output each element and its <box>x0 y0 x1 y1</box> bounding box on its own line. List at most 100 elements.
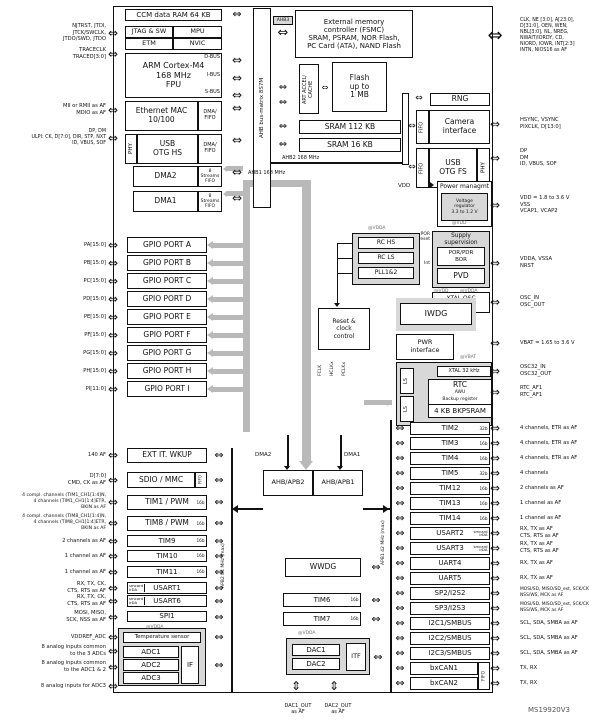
pin-eth-arrow: ⇔ <box>107 103 119 117</box>
temperature-sensor: Temperature sensor <box>123 632 201 643</box>
pin-jtag-label: NJTRST, JTDI, JTCK/SWCLK, JTDO/SWD, JTDO <box>62 23 106 43</box>
pin-tim12-label: 2 channels as AF <box>520 484 564 491</box>
figure-reference-number: MS19920V3 <box>528 706 570 714</box>
arrowhead-r <box>430 182 435 188</box>
gpio-port-b: GPIO PORT B <box>127 255 207 271</box>
bus-trace <box>211 296 243 302</box>
arrowhead-l <box>207 295 213 303</box>
pin-usart3-label: RX, TX as AF CTS, RTS as AF <box>520 541 559 554</box>
pin-adc-common-arrow: ⇔ <box>107 644 119 658</box>
adc3: ADC3 <box>123 672 179 684</box>
bus-line <box>113 6 114 693</box>
arrowhead-r <box>387 399 392 406</box>
pin-tim5-arrow: ⇔ <box>489 466 501 480</box>
at-vdda-dac: @VDDA <box>298 631 316 636</box>
flow-arrow: ⇔ <box>278 82 288 93</box>
ahb-apb2-bridge: AHB/APB2 <box>263 470 313 496</box>
pin-tim14-label: 1 channel as AF <box>520 514 562 521</box>
flow-arrow: ⇔ <box>395 421 405 435</box>
flow-arrow: ⇔ <box>395 601 405 615</box>
pin-usart2-label: RX, TX as AF CTS, RTS as AF <box>520 526 559 539</box>
spi2-i2s2: SP2/I2S2 <box>410 587 490 600</box>
arrowhead-l <box>207 313 213 321</box>
flow-arrow: ⇔ <box>371 560 381 574</box>
flow-arrow: ⇔ <box>231 71 243 85</box>
pin-vddref-arrow: ⇔ <box>107 630 119 644</box>
pin-osc32-label: OSC32_IN OSC32_OUT <box>520 364 552 377</box>
pin-bxcan2-label: TX, RX <box>520 679 538 686</box>
nvic: NVIC <box>173 38 222 50</box>
pin-pg-arrow: ⇔ <box>107 346 119 360</box>
pin-spi3-label: MOSI/SD, MISO/SD_ext, SCK/CK NSS/WS, MCK… <box>520 602 589 613</box>
arrowhead-l <box>207 241 213 249</box>
flow-arrow: ⇔ <box>231 101 243 115</box>
flash: Flash up to 1 MB <box>332 62 387 112</box>
tim12-size-tag: 16b <box>479 485 488 491</box>
arrowhead-l <box>207 385 213 393</box>
ccm-ram: CCM data RAM 64 KB <box>125 9 222 21</box>
pin-i2c3-label: SCL, SDA, SMBA as AF <box>520 649 578 656</box>
usart6-smartcard-irda-tag: smcard irDA <box>129 596 145 605</box>
pin-jtag-arrow: ⇔ <box>107 26 119 40</box>
at-vdda-supply: @VDDA <box>460 289 478 294</box>
pin-bxcan1-label: TX, RX <box>520 664 538 671</box>
pin-ulpi-arrow: ⇔ <box>107 131 119 145</box>
pin-i2c2-arrow: ⇔ <box>489 631 501 645</box>
pin-tim4-arrow: ⇔ <box>489 451 501 465</box>
bus-trace <box>243 180 311 187</box>
uart4: UART4 <box>410 557 490 570</box>
bus-trace <box>226 166 243 171</box>
arrowhead-r <box>382 505 389 513</box>
flow-arrow: ⇔ <box>395 631 405 645</box>
flow-arrow: ⇔ <box>395 571 405 585</box>
gpio-port-h: GPIO PORT H <box>127 363 207 379</box>
pin-tim13-arrow: ⇔ <box>489 496 501 510</box>
pin-usart2-arrow: ⇔ <box>489 526 501 540</box>
flow-arrow: ⇔ <box>214 630 224 644</box>
gpio-port-e: GPIO PORT E <box>127 309 207 325</box>
pin-tim10-label: 1 channel as AF <box>64 552 106 559</box>
flow-arrow: ⇔ <box>395 481 405 495</box>
usart1-smartcard-irda-tag: smcard irDA <box>129 583 145 592</box>
pin-usart6-label: RX, TX, CK, CTS, RTS as AF <box>67 594 106 607</box>
pin-usb-fs-arrow: ⇔ <box>489 151 501 165</box>
rc-hs: RC HS <box>358 237 414 249</box>
pin-adc3-label: 8 analog inputs for ADC3 <box>40 682 106 689</box>
bus-trace <box>211 242 243 248</box>
pin-vdda-arrow: ⇔ <box>489 256 501 270</box>
pin-exti-label: 140 AF <box>87 451 106 458</box>
flow-arrow: ⇔ <box>395 556 405 570</box>
flow-arrow: ⇔ <box>231 133 243 147</box>
flow-arrow: ⇕ <box>328 679 340 693</box>
pin-tim1-arrow: ⇔ <box>107 495 119 509</box>
pin-usart6-arrow: ⇔ <box>107 594 119 608</box>
usart3-smartcard-irda-tag: smcard irDA <box>473 543 488 553</box>
bus-line <box>363 508 390 510</box>
pin-tim10-arrow: ⇔ <box>107 549 119 563</box>
uart5: UART5 <box>410 572 490 585</box>
tim8-pwm-size-tag: 16b <box>196 520 205 526</box>
bus-trace <box>211 368 243 374</box>
pin-tim2-label: 4 channels, ETR as AF <box>520 424 578 431</box>
iwdg: IWDG <box>400 303 472 325</box>
adc-if: IF <box>181 646 199 684</box>
flow-arrow: ⇔ <box>395 526 405 540</box>
flow-arrow: ⇔ <box>415 93 423 104</box>
d-bus-label: D-BUS <box>204 54 220 60</box>
ahb1-bus-label: AHB1 168 MHz <box>248 170 286 176</box>
mpu: MPU <box>173 26 222 38</box>
pin-sdio-label: D[7:0] CMD, CK as AF <box>67 473 106 486</box>
dma2-path-label: DMA2 <box>255 452 272 458</box>
usb-fs-fifo: FIFO <box>416 148 429 188</box>
bus-trace <box>211 350 243 356</box>
pin-ph-label: PH[15:0] <box>83 367 106 374</box>
pin-pi-label: PI[11:0] <box>85 385 106 392</box>
pin-pf-label: PF[15:0] <box>84 331 106 338</box>
bus-line <box>287 435 289 468</box>
usart2-smartcard-irda-tag: smcard irDA <box>473 528 488 538</box>
